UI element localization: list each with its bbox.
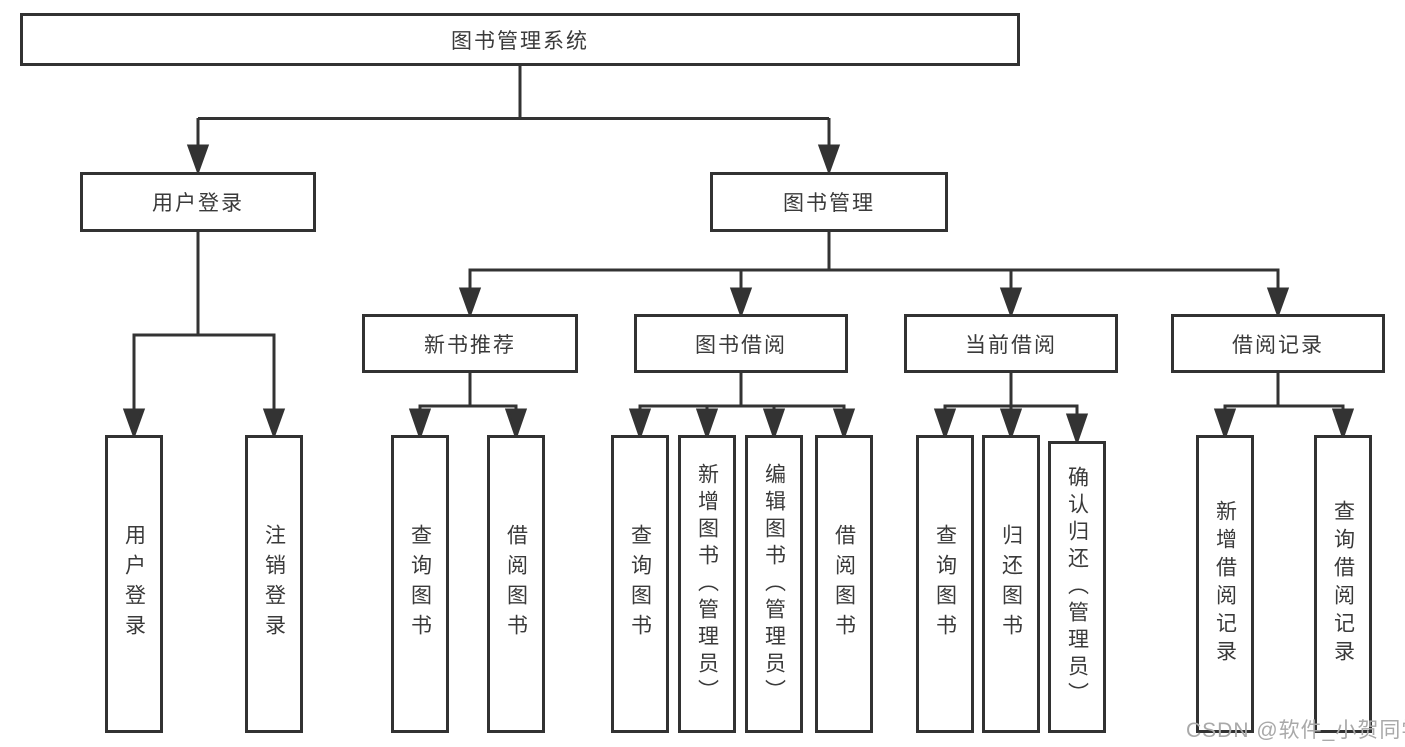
leaf-add-borrow-record-label: 新增借阅记录 (1213, 500, 1237, 668)
leaf-confirm-return-admin-label: 确认归还（管理员） (1065, 465, 1089, 709)
leaf-logout-label: 注销登录 (262, 524, 286, 644)
leaf-user-login: 用户登录 (105, 435, 163, 733)
node-root: 图书管理系统 (20, 13, 1020, 66)
leaf-user-login-label: 用户登录 (122, 524, 146, 644)
leaf-borrow-books-label: 借阅图书 (832, 524, 856, 644)
leaf-add-book-admin: 新增图书（管理员） (678, 435, 736, 733)
leaf-return-book-label: 归还图书 (999, 524, 1023, 644)
leaf-query-borrow-record-label: 查询借阅记录 (1331, 500, 1355, 668)
node-user-login: 用户登录 (80, 172, 316, 232)
leaf-query-books-borrow-label: 查询图书 (628, 524, 652, 644)
leaf-edit-book-admin: 编辑图书（管理员） (745, 435, 803, 733)
leaf-query-books-recommend-label: 查询图书 (408, 524, 432, 644)
leaf-confirm-return-admin: 确认归还（管理员） (1048, 441, 1106, 733)
leaf-query-books-borrow: 查询图书 (611, 435, 669, 733)
leaf-query-books-recommend: 查询图书 (391, 435, 449, 733)
node-borrow-records: 借阅记录 (1171, 314, 1385, 373)
leaf-add-book-admin-label: 新增图书（管理员） (695, 462, 719, 706)
leaf-borrow-books-recommend-label: 借阅图书 (504, 524, 528, 644)
leaf-query-borrow-record: 查询借阅记录 (1314, 435, 1372, 733)
leaf-query-books-current-label: 查询图书 (933, 524, 957, 644)
csdn-watermark: CSDN @软件_小贺同学 (1186, 719, 1405, 742)
leaf-add-borrow-record: 新增借阅记录 (1196, 435, 1254, 733)
leaf-logout: 注销登录 (245, 435, 303, 733)
leaf-return-book: 归还图书 (982, 435, 1040, 733)
leaf-edit-book-admin-label: 编辑图书（管理员） (762, 462, 786, 706)
node-current-borrow: 当前借阅 (904, 314, 1118, 373)
node-book-borrow: 图书借阅 (634, 314, 848, 373)
leaf-borrow-books: 借阅图书 (815, 435, 873, 733)
node-book-management: 图书管理 (710, 172, 948, 232)
leaf-query-books-current: 查询图书 (916, 435, 974, 733)
leaf-borrow-books-recommend: 借阅图书 (487, 435, 545, 733)
node-new-book-recommend: 新书推荐 (362, 314, 578, 373)
